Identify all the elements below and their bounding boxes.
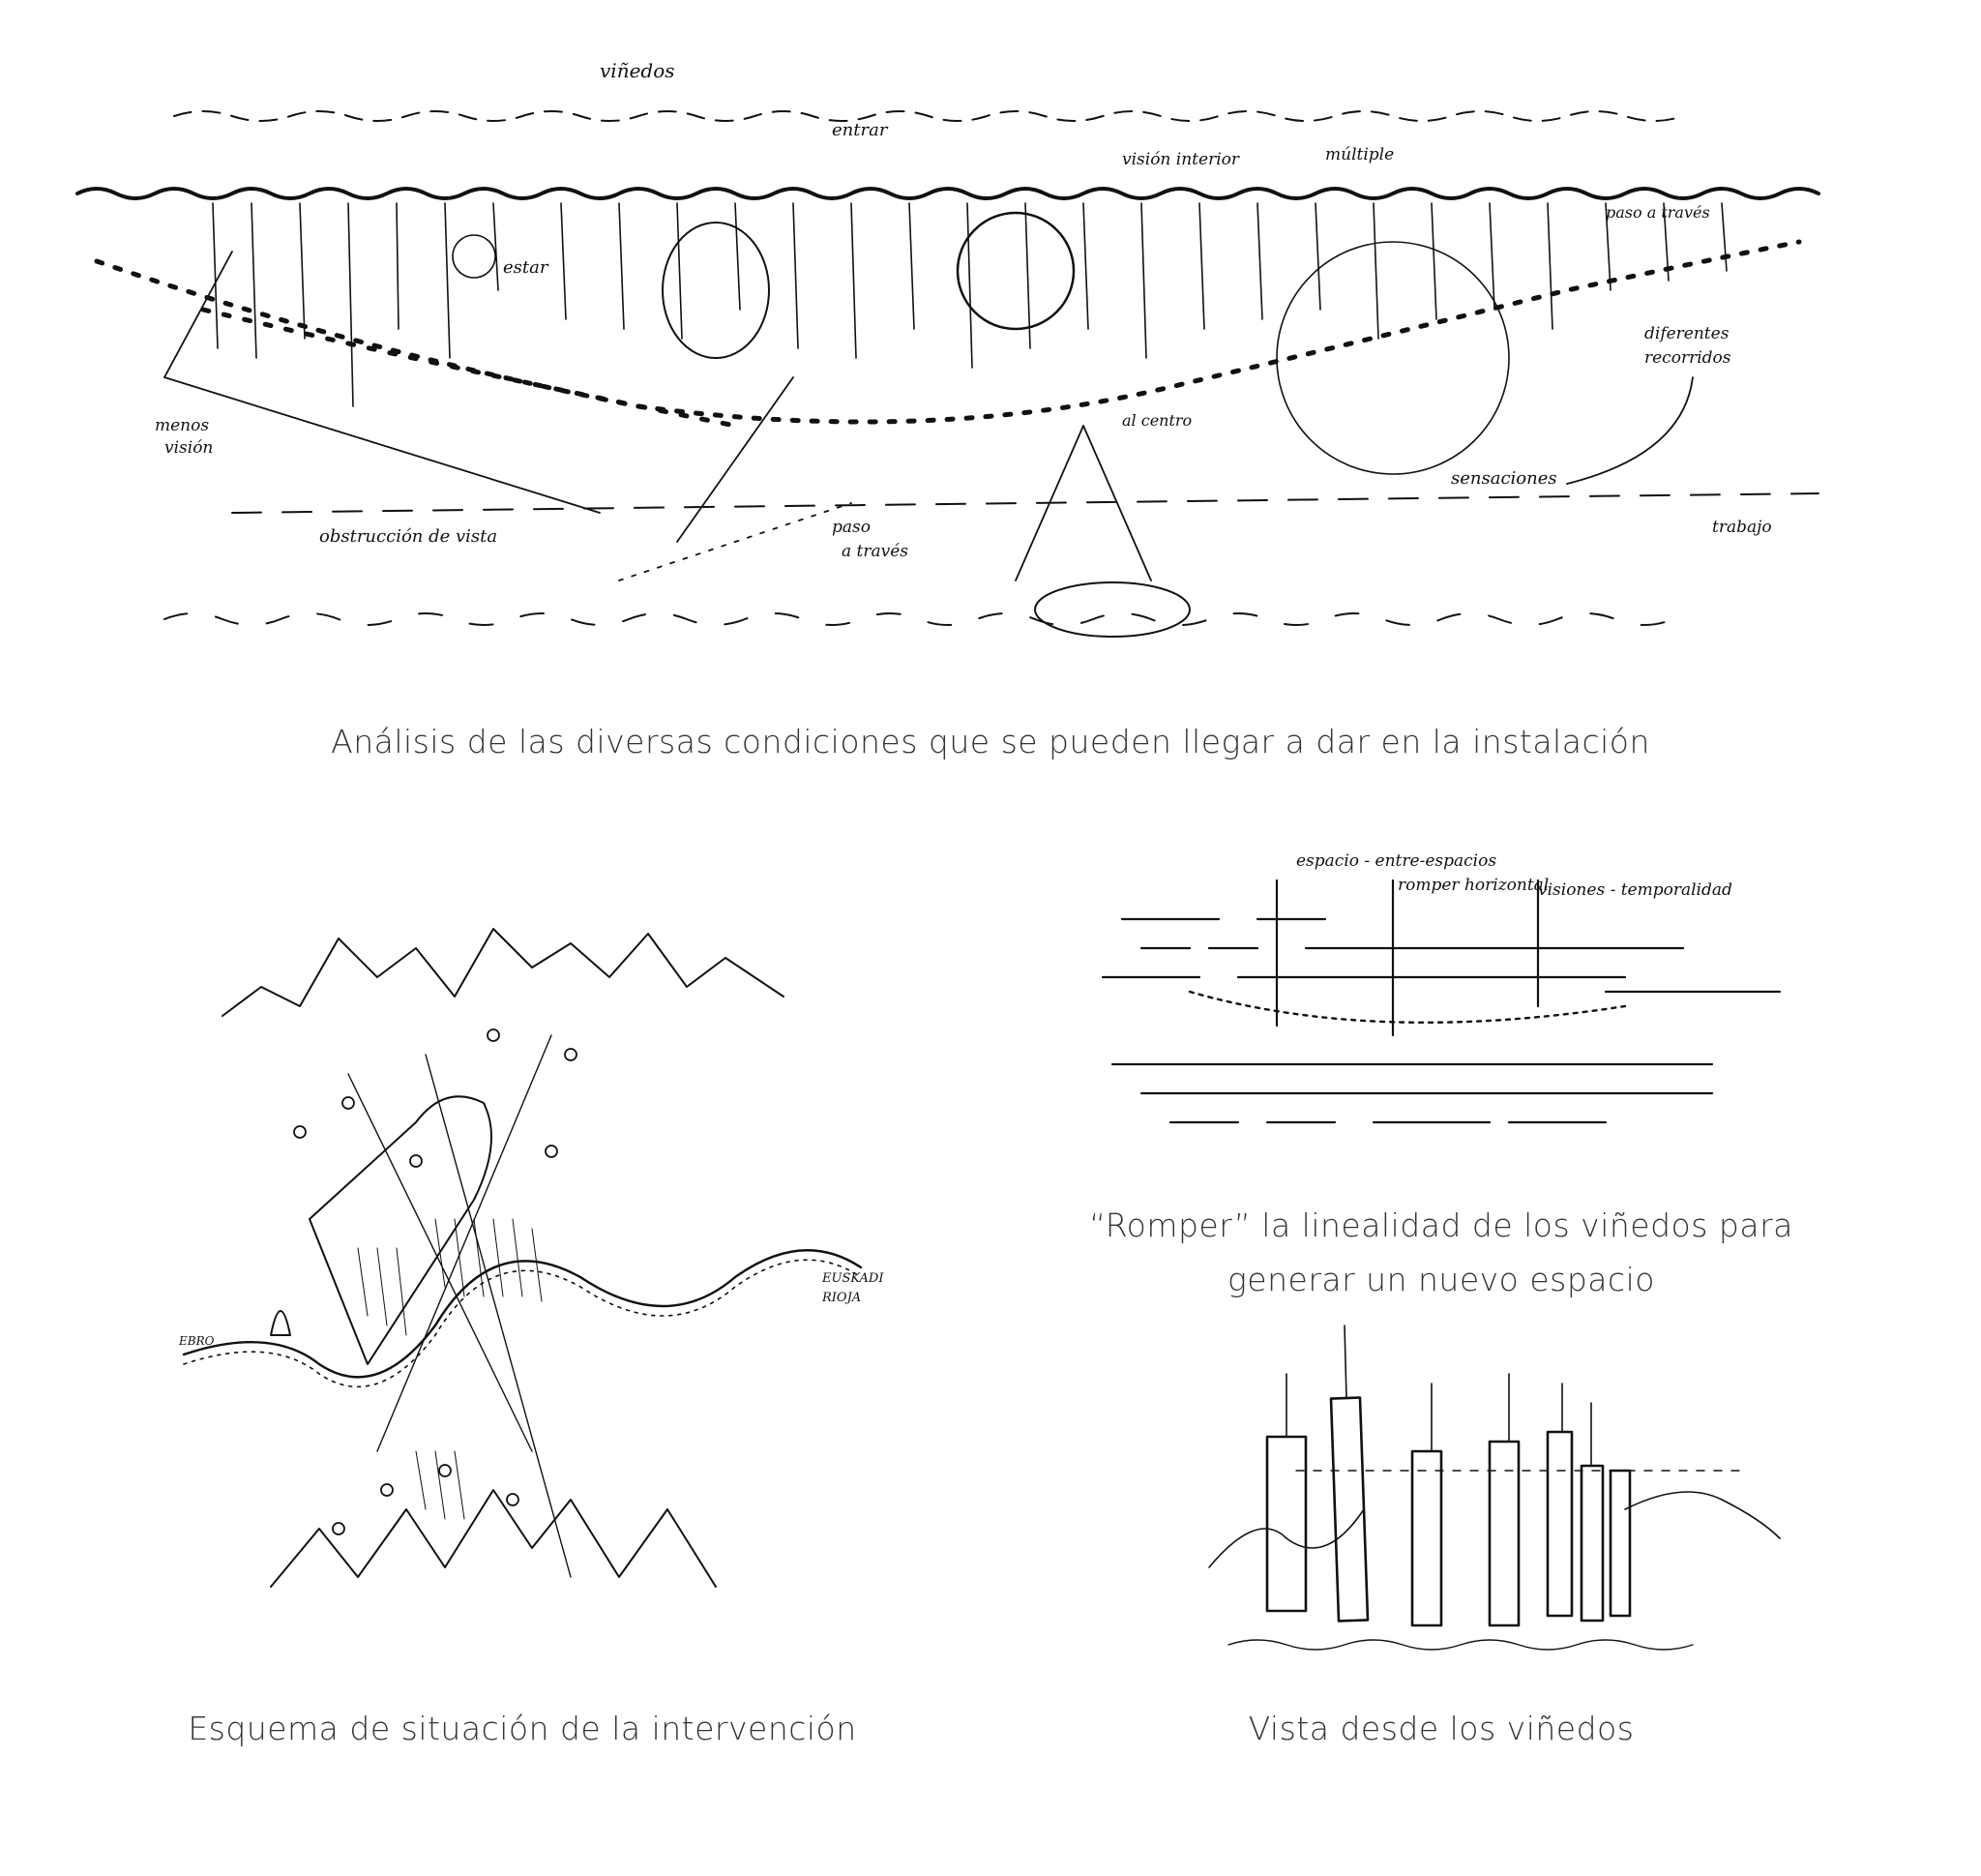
label-sensaciones: sensaciones xyxy=(1451,468,1557,489)
label-entrar: entrar xyxy=(832,120,889,140)
label-menos: menos xyxy=(155,416,209,435)
caption-analysis: Análisis de las diversas condiciones que… xyxy=(331,723,1650,760)
view-sketch-drawing xyxy=(1208,1325,1781,1651)
situation-sketch: EUSKADI RIOJA EBRO xyxy=(126,909,919,1645)
label-estar: estar xyxy=(503,257,549,278)
analysis-sketch-drawing: viñedos entrar visión interior múltiple … xyxy=(75,59,1820,638)
label-vision: visión xyxy=(164,438,213,458)
label-al-centro: al centro xyxy=(1122,411,1192,430)
label-visiones: visiones - temporalidad xyxy=(1538,880,1732,900)
analysis-sketch: viñedos entrar visión interior múltiple … xyxy=(58,39,1838,668)
label-a-traves: a través xyxy=(842,542,908,561)
caption-situation: Esquema de situación de la intervención xyxy=(188,1710,857,1747)
label-espacio: espacio - entre-espacios xyxy=(1296,851,1496,871)
situation-sketch-drawing: EUSKADI RIOJA EBRO xyxy=(178,928,884,1588)
label-vision-interior: visión interior xyxy=(1122,150,1240,169)
caption-romper-line2: generar un nuevo espacio xyxy=(1227,1261,1655,1298)
romper-sketch: espacio - entre-espacios romper horizont… xyxy=(1083,813,1818,1142)
label-obstruccion: obstrucción de vista xyxy=(319,526,497,547)
label-multiple: múltiple xyxy=(1325,145,1394,164)
view-sketch xyxy=(1199,1316,1799,1683)
romper-sketch-drawing: espacio - entre-espacios romper horizont… xyxy=(1101,851,1782,1124)
caption-romper-line1: “Romper” la linealidad de los viñedos pa… xyxy=(1089,1206,1793,1244)
caption-view: Vista desde los viñedos xyxy=(1248,1710,1635,1747)
label-paso: paso xyxy=(832,518,871,537)
label-recorridos: recorridos xyxy=(1644,348,1731,368)
label-vinedos: viñedos xyxy=(600,59,675,82)
label-rioja: RIOJA xyxy=(821,1291,861,1305)
label-diferentes: diferentes xyxy=(1644,324,1730,343)
label-paso-a-traves-top: paso a través xyxy=(1606,203,1710,222)
label-trabajo: trabajo xyxy=(1712,518,1772,537)
label-ebro: EBRO xyxy=(178,1334,215,1348)
label-euskadi: EUSKADI xyxy=(821,1271,884,1286)
label-romper: romper horizontal xyxy=(1398,876,1549,895)
